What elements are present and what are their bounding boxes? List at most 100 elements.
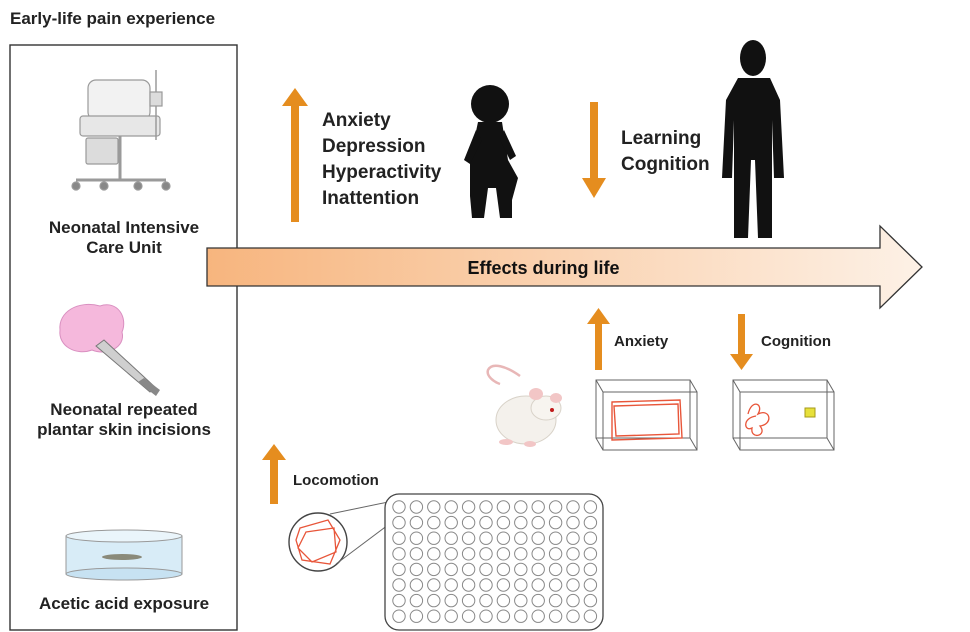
plate-well — [566, 515, 580, 530]
plate-well — [392, 578, 406, 592]
timeline-arrow — [206, 224, 923, 310]
plate-well — [479, 500, 493, 514]
plate-well — [409, 531, 424, 545]
plate-well — [566, 578, 580, 592]
plate-well — [479, 531, 493, 545]
zoomed-well — [288, 512, 348, 572]
plate-well — [461, 531, 476, 545]
plate-well — [427, 500, 441, 514]
plate-well — [548, 500, 563, 514]
plate-well — [531, 593, 545, 608]
decrease-arrow-adult — [582, 102, 606, 198]
plate-well — [427, 547, 441, 561]
plate-well — [548, 531, 563, 545]
rat-anxiety-label: Anxiety — [614, 333, 669, 350]
plate-well — [444, 531, 458, 545]
plate-well — [514, 562, 528, 577]
plate-well — [514, 609, 528, 623]
plate-well — [444, 609, 458, 623]
child-effect-item: Hyperactivity — [322, 162, 442, 183]
plate-well — [531, 515, 545, 530]
well-plate — [384, 493, 604, 631]
plate-well — [496, 593, 511, 608]
plate-well — [548, 547, 563, 561]
adult-effect-item: Cognition — [621, 154, 710, 175]
plate-well — [427, 515, 441, 530]
plate-well — [461, 593, 476, 608]
plate-well — [461, 500, 476, 514]
plate-well — [409, 593, 424, 608]
plate-well — [566, 547, 580, 561]
child-effect-item: Inattention — [322, 188, 420, 209]
plate-well — [514, 593, 528, 608]
plate-well — [531, 578, 545, 592]
adult-silhouette-icon — [722, 40, 784, 238]
open-field-box — [595, 379, 698, 451]
plate-well — [444, 593, 458, 608]
plate-well — [479, 593, 493, 608]
paw-scalpel-icon — [59, 304, 160, 396]
plate-well — [531, 531, 545, 545]
plate-well — [444, 578, 458, 592]
plate-well — [496, 547, 511, 561]
plate-well — [566, 562, 580, 577]
child-effect-item: Depression — [322, 136, 426, 157]
plate-well — [583, 609, 598, 623]
petri-dish-icon — [65, 529, 183, 581]
plate-well — [479, 578, 493, 592]
decrease-arrow-rat-cognition — [730, 314, 753, 370]
fish-locomotion-label: Locomotion — [293, 472, 379, 489]
plate-well — [514, 515, 528, 530]
plate-well — [548, 593, 563, 608]
rat-model-label: Neonatal repeated plantar skin incisions — [37, 400, 211, 439]
timeline-label: Effects during life — [467, 258, 620, 278]
models-panel — [9, 44, 238, 631]
plate-well — [392, 593, 406, 608]
plate-well — [583, 500, 598, 514]
plate-well — [496, 578, 511, 592]
plate-well — [461, 562, 476, 577]
plate-well — [583, 515, 598, 530]
child-effects-list: Anxiety Depression Hyperactivity Inatten… — [322, 108, 441, 212]
plate-well — [496, 500, 511, 514]
child-silhouette-icon — [464, 85, 518, 218]
plate-well — [566, 609, 580, 623]
plate-well — [461, 578, 476, 592]
plate-well — [427, 531, 441, 545]
novel-object-box — [732, 379, 835, 451]
plate-well — [409, 500, 424, 514]
adult-effect-item: Learning — [621, 128, 702, 149]
plate-well — [514, 531, 528, 545]
incubator-icon — [71, 70, 171, 191]
plate-well — [409, 562, 424, 577]
plate-well — [444, 562, 458, 577]
plate-well — [531, 500, 545, 514]
plate-well — [392, 562, 406, 577]
plate-well — [548, 562, 563, 577]
nicu-label: Neonatal Intensive Care Unit — [48, 218, 200, 257]
plate-well — [514, 547, 528, 561]
plate-well — [566, 500, 580, 514]
plate-well — [479, 562, 493, 577]
plate-well — [409, 515, 424, 530]
plate-well — [392, 609, 406, 623]
plate-well — [548, 515, 563, 530]
diagram-title: Early-life pain experience — [10, 9, 216, 28]
plate-well — [531, 562, 545, 577]
plate-well — [583, 593, 598, 608]
plate-well — [392, 500, 406, 514]
rat-cognition-label: Cognition — [761, 333, 831, 350]
plate-well — [409, 547, 424, 561]
plate-well — [583, 531, 598, 545]
child-effect-item: Anxiety — [322, 110, 391, 131]
plate-well — [392, 515, 406, 530]
plate-well — [427, 609, 441, 623]
plate-well — [427, 578, 441, 592]
plate-well — [461, 515, 476, 530]
plate-well — [496, 531, 511, 545]
rat-icon — [486, 364, 562, 447]
plate-well — [392, 531, 406, 545]
plate-well — [514, 500, 528, 514]
increase-arrow-child — [282, 88, 308, 222]
